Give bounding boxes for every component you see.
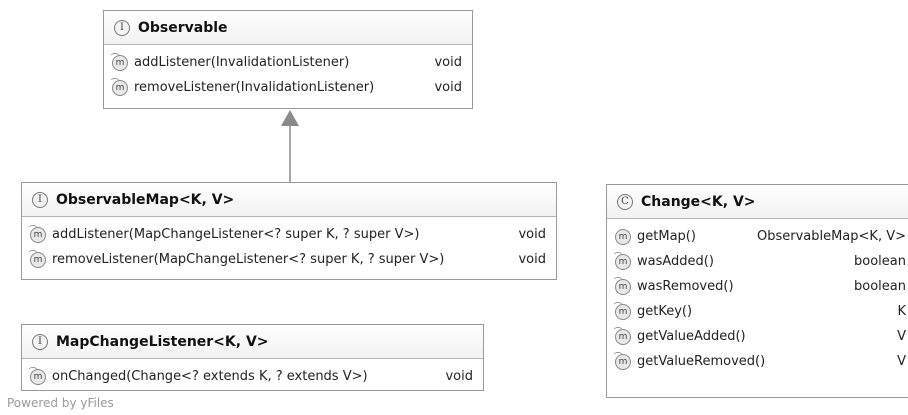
method-row[interactable]: ⌒m wasAdded() boolean [607, 249, 908, 274]
method-signature: onChanged(Change<? extends K, ? extends … [52, 369, 368, 384]
method-signature: getValueRemoved() [637, 354, 766, 369]
method-row[interactable]: ⌒m getValueAdded() V [607, 324, 908, 349]
method-return-type: void [434, 55, 462, 70]
method-row[interactable]: ⌒m addListener(InvalidationListener) voi… [104, 50, 472, 75]
method-signature: removeListener(MapChangeListener<? super… [52, 252, 445, 267]
method-signature: getValueAdded() [637, 329, 746, 344]
method-return-type: boolean [854, 254, 906, 269]
method-return-type: void [434, 80, 462, 95]
method-return-type: void [518, 227, 546, 242]
method-row[interactable]: ⌒m removeListener(MapChangeListener<? su… [22, 247, 556, 272]
method-return-type: void [518, 252, 546, 267]
change-class-box[interactable]: C Change<K, V> m getMap() ObservableMap<… [606, 184, 908, 398]
method-row[interactable]: ⌒m wasRemoved() boolean [607, 274, 908, 299]
method-return-type: K [897, 304, 906, 319]
method-row[interactable]: ⌒m getValueRemoved() V [607, 349, 908, 374]
abstract-method-icon: ⌒m [614, 277, 631, 295]
method-signature: removeListener(InvalidationListener) [134, 80, 375, 95]
abstract-method-icon: ⌒m [29, 250, 46, 268]
map-change-listener-title: MapChangeListener<K, V> [56, 333, 269, 350]
method-return-type: boolean [854, 279, 906, 294]
method-signature: addListener(MapChangeListener<? super K,… [52, 227, 420, 242]
method-signature: wasRemoved() [637, 279, 734, 294]
method-icon: m [615, 228, 631, 245]
method-row[interactable]: m getMap() ObservableMap<K, V> [607, 224, 908, 249]
abstract-method-icon: ⌒m [614, 352, 631, 370]
method-row[interactable]: ⌒m removeListener(InvalidationListener) … [104, 75, 472, 100]
observable-title: Observable [138, 19, 228, 36]
method-return-type: void [445, 369, 473, 384]
method-signature: wasAdded() [637, 254, 714, 269]
observable-map-title: ObservableMap<K, V> [56, 191, 235, 208]
interface-icon: I [32, 191, 48, 208]
abstract-method-icon: ⌒m [614, 327, 631, 345]
change-title: Change<K, V> [641, 193, 756, 210]
abstract-class-icon: C [617, 193, 633, 210]
map-change-listener-header: I MapChangeListener<K, V> [22, 325, 483, 359]
interface-icon: I [114, 19, 130, 36]
observable-interface-box[interactable]: I Observable ⌒m addListener(Invalidation… [103, 10, 473, 109]
observable-header: I Observable [104, 11, 472, 45]
method-signature: getMap() [637, 229, 696, 244]
method-row[interactable]: ⌒m addListener(MapChangeListener<? super… [22, 222, 556, 247]
method-return-type: V [897, 354, 906, 369]
observable-map-interface-box[interactable]: I ObservableMap<K, V> ⌒m addListener(Map… [21, 182, 557, 280]
abstract-method-icon: ⌒m [29, 367, 46, 385]
method-signature: getKey() [637, 304, 693, 319]
map-change-listener-interface-box[interactable]: I MapChangeListener<K, V> ⌒m onChanged(C… [21, 324, 484, 391]
abstract-method-icon: ⌒m [29, 225, 46, 243]
method-row[interactable]: ⌒m getKey() K [607, 299, 908, 324]
abstract-method-icon: ⌒m [614, 302, 631, 320]
change-header: C Change<K, V> [607, 185, 908, 219]
method-signature: addListener(InvalidationListener) [134, 55, 350, 70]
abstract-method-icon: ⌒m [111, 53, 128, 71]
method-row[interactable]: ⌒m onChanged(Change<? extends K, ? exten… [22, 364, 483, 389]
abstract-method-icon: ⌒m [614, 252, 631, 270]
method-return-type: V [897, 329, 906, 344]
powered-by-watermark: Powered by yFiles [7, 396, 114, 410]
abstract-method-icon: ⌒m [111, 78, 128, 96]
interface-icon: I [32, 333, 48, 350]
method-return-type: ObservableMap<K, V> [756, 229, 906, 244]
observable-map-header: I ObservableMap<K, V> [22, 183, 556, 217]
